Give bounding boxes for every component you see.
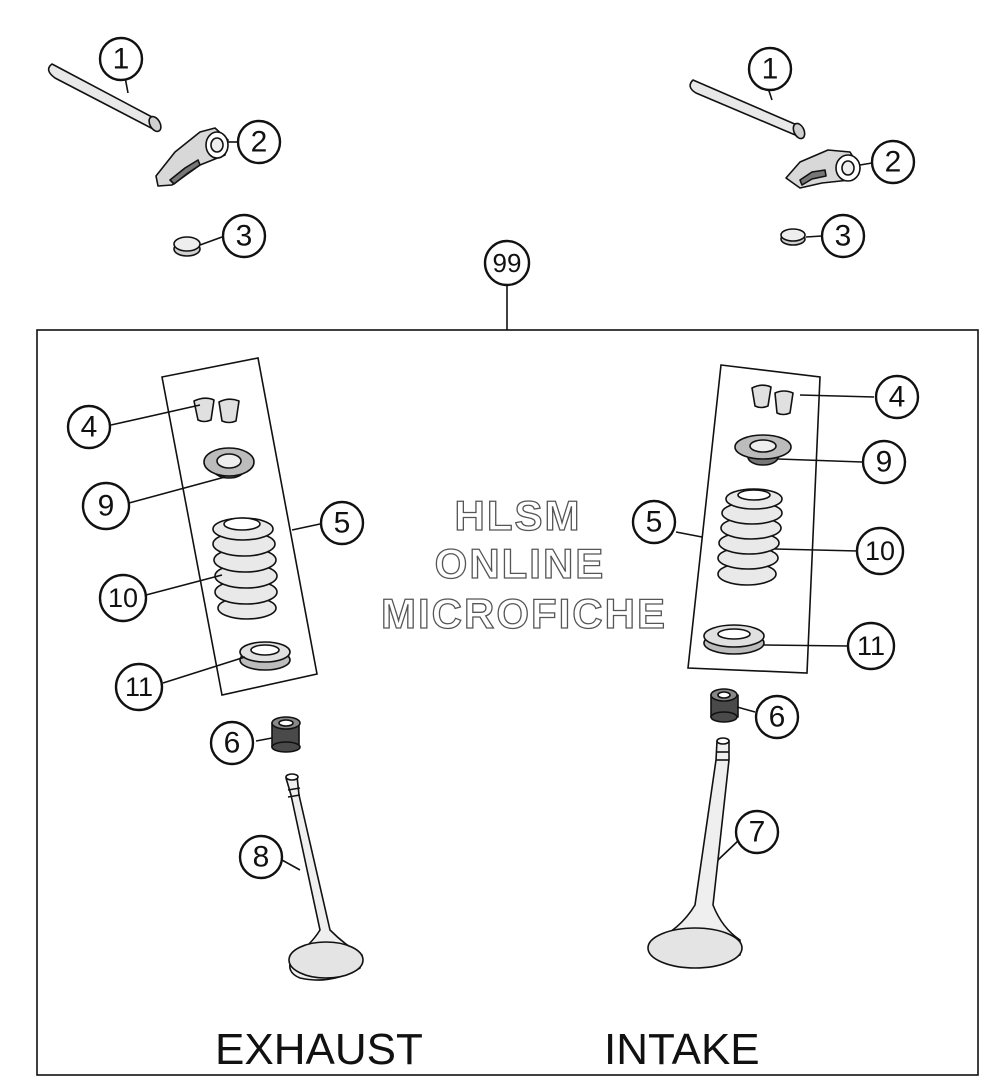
callout-4-intake: 4 bbox=[874, 374, 920, 420]
callout-5-exhaust: 5 bbox=[319, 500, 365, 546]
svg-text:10: 10 bbox=[108, 583, 138, 613]
shim-exhaust bbox=[173, 236, 201, 257]
valve-keepers-intake bbox=[751, 384, 794, 416]
svg-text:9: 9 bbox=[876, 446, 893, 479]
leader-5-exh bbox=[291, 523, 321, 531]
callout-4-exhaust: 4 bbox=[66, 404, 112, 450]
svg-text:2: 2 bbox=[885, 146, 902, 179]
kit-frame bbox=[36, 329, 979, 1076]
callout-9-exhaust: 9 bbox=[81, 481, 131, 531]
callout-99-kit: 99 bbox=[483, 239, 531, 287]
leader-3-exh bbox=[199, 236, 223, 246]
svg-text:11: 11 bbox=[857, 631, 885, 661]
exhaust-label: EXHAUST bbox=[215, 1025, 423, 1074]
rocker-arm-intake bbox=[785, 149, 861, 189]
exhaust-valve bbox=[285, 773, 364, 981]
svg-text:99: 99 bbox=[493, 248, 522, 278]
svg-text:4: 4 bbox=[889, 381, 906, 414]
intake-valve bbox=[647, 737, 743, 969]
rocker-arm-exhaust bbox=[155, 127, 229, 187]
callout-9-intake: 9 bbox=[861, 439, 907, 485]
rocker-shaft-intake bbox=[689, 79, 806, 140]
leader-3-int bbox=[805, 235, 823, 238]
callout-11-intake: 11 bbox=[846, 621, 896, 671]
leader-9-exh bbox=[128, 476, 226, 504]
callout-2-exhaust: 2 bbox=[236, 119, 282, 165]
svg-text:5: 5 bbox=[646, 506, 663, 539]
spring-retainer-exhaust bbox=[203, 447, 255, 479]
svg-text:4: 4 bbox=[81, 411, 98, 444]
valve-keepers-exhaust bbox=[193, 397, 240, 424]
leader-4-int bbox=[799, 394, 875, 398]
watermark-line2: ONLINE bbox=[435, 540, 606, 587]
callout-10-intake: 10 bbox=[855, 526, 905, 576]
valve-spring-intake bbox=[717, 488, 783, 586]
leader-10-exh bbox=[145, 574, 223, 596]
leader-8-exh bbox=[281, 859, 301, 871]
valve-stem-seal-exhaust bbox=[271, 716, 301, 753]
leader-10-int bbox=[774, 548, 859, 552]
svg-text:3: 3 bbox=[835, 220, 852, 253]
callout-7-intake: 7 bbox=[734, 809, 780, 855]
svg-text:6: 6 bbox=[769, 701, 786, 734]
callout-8-exhaust: 8 bbox=[238, 834, 284, 880]
valve-spring-exhaust bbox=[212, 517, 278, 620]
svg-text:1: 1 bbox=[762, 53, 779, 86]
leader-6-exh bbox=[255, 737, 273, 742]
valve-stem-seal-intake bbox=[710, 688, 739, 723]
leader-6-int bbox=[736, 706, 756, 713]
intake-label: INTAKE bbox=[604, 1025, 760, 1074]
leader-9-int bbox=[777, 458, 863, 463]
leader-5-int bbox=[675, 531, 703, 538]
svg-text:1: 1 bbox=[113, 43, 130, 76]
svg-text:5: 5 bbox=[334, 507, 351, 540]
leader-11-int bbox=[763, 644, 849, 647]
spring-retainer-intake bbox=[734, 434, 792, 466]
svg-text:7: 7 bbox=[749, 816, 766, 849]
callout-3-intake: 3 bbox=[820, 213, 866, 259]
svg-text:10: 10 bbox=[865, 536, 895, 566]
leader-11-exh bbox=[162, 656, 246, 684]
callout-10-exhaust: 10 bbox=[98, 573, 148, 623]
shim-intake bbox=[780, 228, 806, 246]
spring-seat-exhaust bbox=[239, 641, 291, 671]
watermark-line3: MICROFICHE bbox=[381, 590, 667, 637]
callout-1-intake: 1 bbox=[747, 46, 793, 92]
svg-text:9: 9 bbox=[98, 490, 115, 523]
callout-6-intake: 6 bbox=[754, 694, 800, 740]
spring-seat-intake bbox=[703, 624, 765, 655]
watermark-line1: HLSM bbox=[455, 492, 582, 539]
callout-3-exhaust: 3 bbox=[221, 213, 267, 259]
svg-text:6: 6 bbox=[224, 727, 241, 760]
leader-4-exh bbox=[110, 404, 201, 426]
spring-kit-box-intake bbox=[687, 364, 821, 674]
leader-2-int bbox=[859, 162, 873, 166]
leader-7-int bbox=[717, 838, 741, 861]
callout-2-intake: 2 bbox=[870, 139, 916, 185]
callout-11-exhaust: 11 bbox=[114, 662, 164, 712]
callout-6-exhaust: 6 bbox=[209, 720, 255, 766]
svg-text:2: 2 bbox=[251, 126, 268, 159]
rocker-shaft-exhaust bbox=[47, 63, 162, 133]
callout-1-exhaust: 1 bbox=[98, 36, 144, 82]
spring-kit-box-exhaust bbox=[161, 357, 318, 696]
svg-text:8: 8 bbox=[253, 841, 270, 874]
callout-5-intake: 5 bbox=[631, 499, 677, 545]
svg-text:11: 11 bbox=[125, 672, 153, 702]
svg-text:3: 3 bbox=[236, 220, 253, 253]
